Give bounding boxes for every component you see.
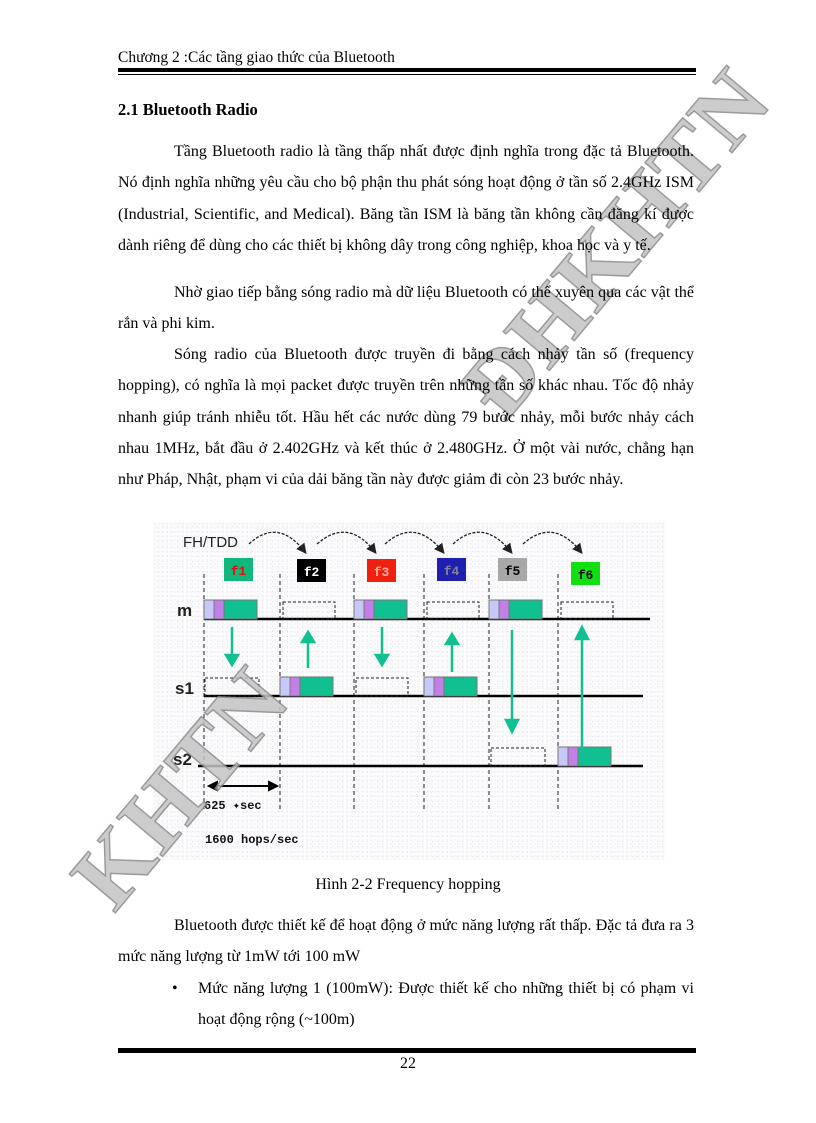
svg-text:s2: s2: [173, 750, 192, 769]
frequency-hopping-figure: FH/TDD f1 f2 f3 f4 f5 f6: [153, 522, 665, 860]
footer-rule: [118, 1048, 696, 1053]
svg-text:m: m: [177, 601, 192, 620]
svg-text:f2: f2: [304, 565, 320, 580]
section-title: 2.1 Bluetooth Radio: [118, 100, 258, 119]
row-labels: m s1 s2: [173, 601, 194, 769]
svg-text:f3: f3: [374, 565, 390, 580]
paragraph-1-text: Tầng Bluetooth radio là tầng thấp nhất đ…: [118, 143, 694, 254]
hop-arcs: [248, 531, 583, 555]
s1-packets: [279, 676, 478, 697]
figure-caption: Hình 2-2 Frequency hopping: [315, 876, 501, 893]
chapter-title: Chương 2 :Các tầng giao thức của Bluetoo…: [118, 49, 395, 66]
paragraph-1: Tầng Bluetooth radio là tầng thấp nhất đ…: [118, 136, 694, 261]
s2-packets: [557, 746, 612, 767]
header-rule: [118, 68, 696, 72]
paragraph-2: Nhờ giao tiếp bằng sóng radio mà dữ liệu…: [118, 277, 694, 340]
slot-duration-arrow: [206, 780, 280, 792]
page-number: 22: [400, 1055, 416, 1072]
paragraph-4: Bluetooth được thiết kế để hoạt động ở m…: [118, 910, 694, 973]
hop-rate-label: 1600 hops/sec: [205, 833, 299, 847]
header-rule-thin: [118, 74, 696, 75]
svg-text:f6: f6: [578, 568, 594, 583]
svg-text:s1: s1: [175, 679, 194, 698]
s2-empty-slots: [490, 747, 546, 767]
transmission-arrows: [223, 624, 591, 752]
master-packets: [203, 599, 543, 620]
s1-empty-slots: [204, 677, 409, 697]
paragraph-3-text: Sóng radio của Bluetooth được truyền đi …: [118, 346, 694, 489]
paragraph-4-text: Bluetooth được thiết kế để hoạt động ở m…: [118, 917, 694, 966]
frequency-hopping-diagram: FH/TDD f1 f2 f3 f4 f5 f6: [173, 531, 650, 847]
svg-text:f4: f4: [444, 564, 460, 579]
svg-text:f5: f5: [505, 564, 521, 579]
list-item: Mức năng lượng 1 (100mW): Được thiết kế …: [172, 973, 694, 1036]
fh-tdd-label: FH/TDD: [183, 534, 238, 551]
master-empty-slots: [282, 601, 614, 620]
frequency-labels: f1 f2 f3 f4 f5 f6: [224, 558, 600, 585]
paragraph-2-text: Nhờ giao tiếp bằng sóng radio mà dữ liệu…: [118, 284, 694, 333]
svg-text:f1: f1: [231, 564, 247, 579]
paragraph-3: Sóng radio của Bluetooth được truyền đi …: [118, 339, 694, 495]
slot-duration-label: 625 ✦sec: [204, 799, 262, 813]
power-levels-list: Mức năng lượng 1 (100mW): Được thiết kế …: [172, 973, 694, 1036]
